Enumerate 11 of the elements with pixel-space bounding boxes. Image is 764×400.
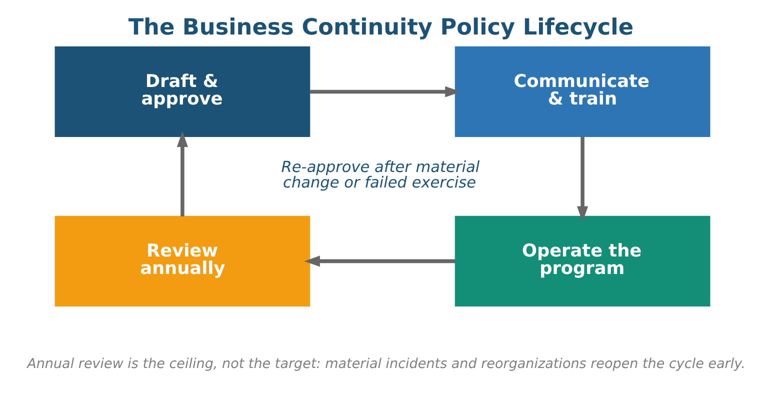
arrow [309,86,460,98]
arrow [176,131,188,216]
label: Re-approve after material change or failed exercise [280,158,480,192]
node-box: Communicate & train [454,46,710,138]
diagram-title: The Business Continuity Policy Lifecycle [128,14,634,40]
arrow [304,256,455,267]
node-box: Review annually [54,216,310,306]
caption: Annual review is the ceiling, not the target: material incidents and reorganizations reopen the cycle early. [26,356,745,372]
arrow [576,136,588,222]
node-box: Draft & approve [54,46,310,138]
node-box: Operate the program [454,216,710,306]
